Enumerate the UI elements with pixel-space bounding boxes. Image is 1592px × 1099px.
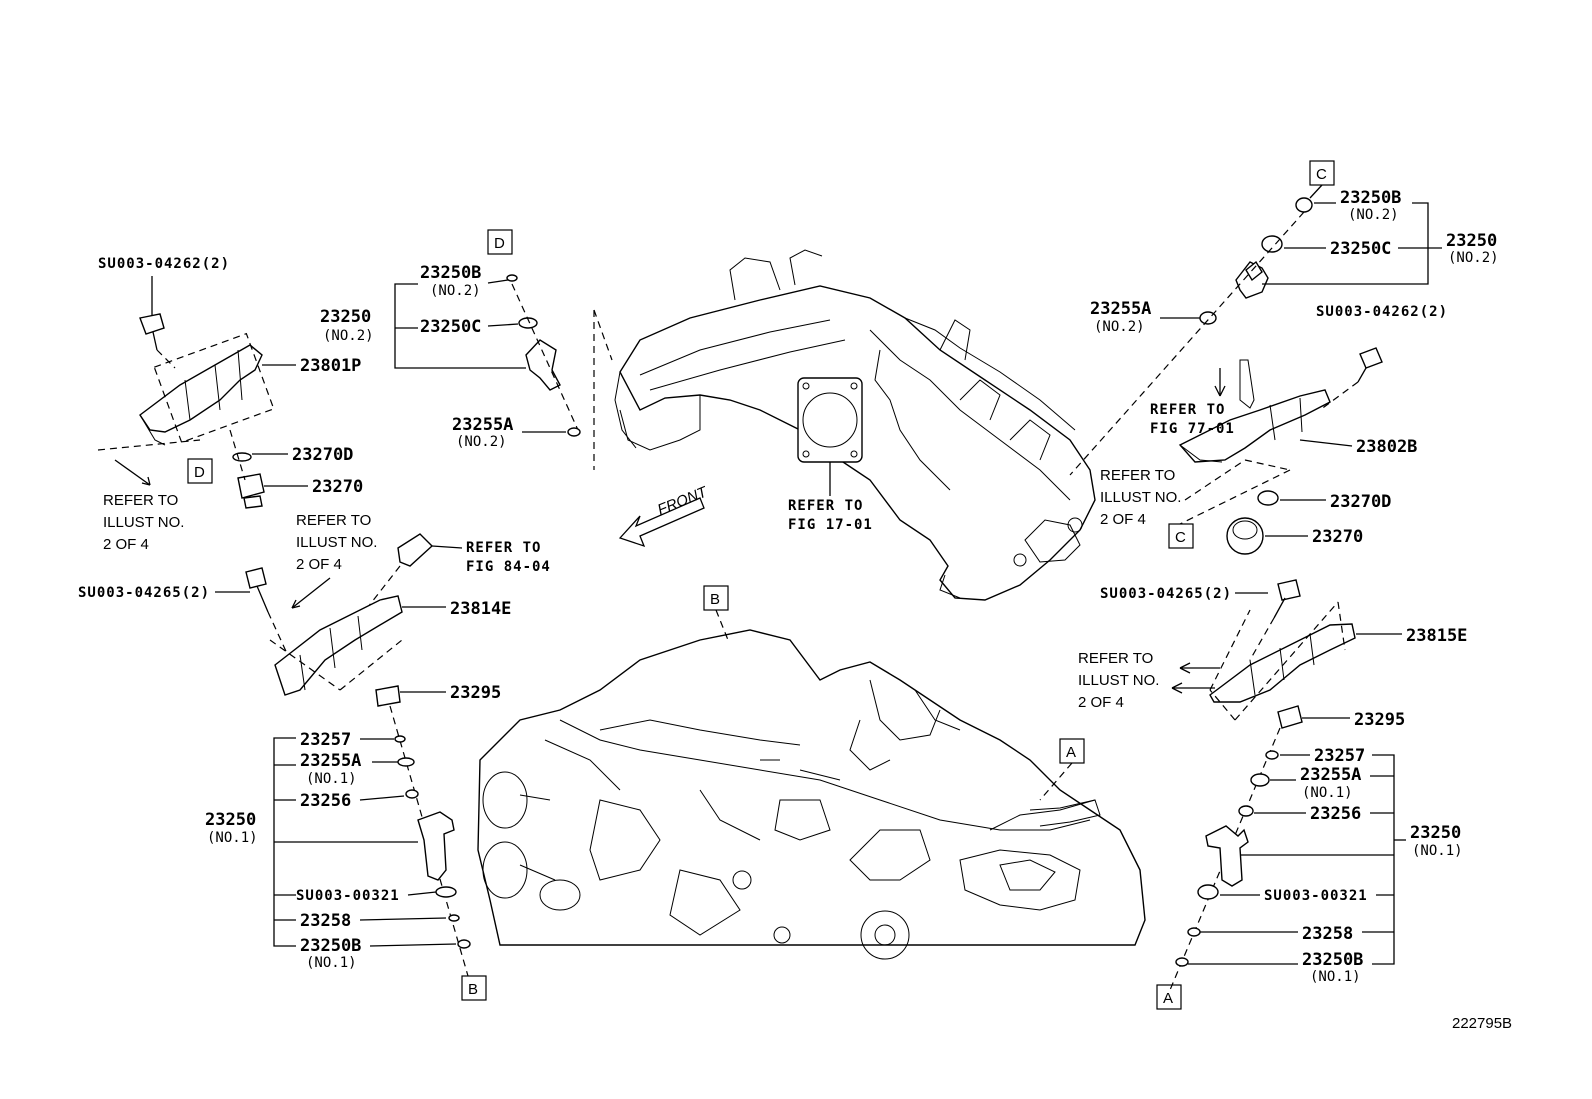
cap-sub: (NO.2) — [1348, 207, 1399, 223]
seal-label: 23250C — [1330, 239, 1391, 259]
svg-text:D: D — [494, 235, 505, 252]
right-upper-group: 23250B (NO.2) 23250C 23250 (NO.2) 23255A… — [1069, 184, 1499, 555]
rail-label: 23802B — [1356, 437, 1417, 457]
plug-label: 23270 — [1312, 527, 1363, 547]
p3-label: 23256 — [300, 791, 351, 811]
clip-label: 23295 — [450, 683, 501, 703]
engine-block-drawing — [477, 629, 1146, 960]
p2-sub: (NO.1) — [1302, 785, 1353, 801]
p6-sub: (NO.1) — [306, 955, 357, 971]
svg-text:B: B — [710, 591, 720, 608]
refer-line-3: 2 OF 4 — [1078, 694, 1124, 711]
front-label: FRONT — [655, 483, 711, 519]
assembly-sub: (NO.2) — [323, 328, 374, 344]
cap-label: 23250B — [1340, 188, 1401, 208]
box-label-c-top: C — [1309, 160, 1335, 186]
p3-label: 23256 — [1310, 804, 1361, 824]
p1-label: 23257 — [1314, 746, 1365, 766]
p6-label: 23250B — [1302, 950, 1363, 970]
p5-label: 23258 — [1302, 924, 1353, 944]
p4-label: SU003-00321 — [1264, 888, 1368, 904]
svg-text:D: D — [194, 464, 205, 481]
svg-text:REFER TO: REFER TO — [466, 540, 541, 556]
refer-line-3: 2 OF 4 — [296, 556, 342, 573]
svg-text:A: A — [1163, 990, 1173, 1007]
upper-injector-group: 23250 (NO.2) 23250B (NO.2) 23250C 23255A… — [320, 263, 613, 470]
a-leader — [1039, 762, 1073, 801]
p2-sub: (NO.1) — [306, 771, 357, 787]
refer-line-1: REFER TO — [103, 492, 178, 509]
assembly-label: 23250 — [1446, 231, 1497, 251]
refer-line-1: REFER TO — [1078, 650, 1153, 667]
rail-label: 23815E — [1406, 626, 1467, 646]
box-label-d-left: D — [187, 458, 213, 484]
bolt-label: SU003-04262(2) — [1316, 304, 1448, 320]
oring-label: 23270D — [292, 445, 353, 465]
cap-sub: (NO.2) — [430, 283, 481, 299]
svg-text:REFER TO: REFER TO — [1150, 402, 1225, 418]
refer-line-2: ILLUST NO. — [296, 534, 377, 551]
cushion-label: 23255A — [1090, 299, 1151, 319]
assembly-label: 23250 — [1410, 823, 1461, 843]
refer-line-2: ILLUST NO. — [103, 514, 184, 531]
box-label-c-right: C — [1168, 523, 1194, 549]
p2-label: 23255A — [300, 751, 361, 771]
refer-line-2: ILLUST NO. — [1100, 489, 1181, 506]
box-label-b-left: B — [461, 975, 487, 1001]
bolt-label: SU003-04262(2) — [98, 256, 230, 272]
intake-manifold-drawing — [614, 249, 1096, 601]
svg-text:A: A — [1066, 744, 1076, 761]
b-leader — [715, 609, 729, 641]
rail-label: 23814E — [450, 599, 511, 619]
assembly-sub: (NO.1) — [1412, 843, 1463, 859]
svg-text:FIG 77-01: FIG 77-01 — [1150, 421, 1235, 437]
p1-label: 23257 — [300, 730, 351, 750]
cap-label: 23250B — [420, 263, 481, 283]
seal-label: 23250C — [420, 317, 481, 337]
bolt-label: SU003-04265(2) — [78, 585, 210, 601]
right-lower-group: SU003-04265(2) 23815E REFER TO ILLUST NO… — [1078, 579, 1467, 991]
cushion-label: 23255A — [452, 415, 513, 435]
box-label-a-right: A — [1156, 984, 1182, 1010]
box-label-b-center: B — [703, 585, 729, 611]
manifold-refer: REFER TO FIG 17-01 — [788, 462, 873, 533]
refer-line-3: 2 OF 4 — [1100, 511, 1146, 528]
lower-left-group: REFER TO ILLUST NO. 2 OF 4 REFER TO FIG … — [78, 512, 551, 977]
cushion-sub: (NO.2) — [1094, 319, 1145, 335]
diagram-code: 222795B — [1452, 1015, 1512, 1032]
left-upper-rail-group: SU003-04262(2) 23801P 23270D 23270 REFER… — [97, 256, 363, 553]
cushion-sub: (NO.2) — [456, 434, 507, 450]
svg-text:FIG 17-01: FIG 17-01 — [788, 517, 873, 533]
assembly-sub: (NO.1) — [207, 830, 258, 846]
rail-label: 23801P — [300, 356, 361, 376]
box-label-d-top: D — [487, 229, 513, 255]
refer-line-2: ILLUST NO. — [1078, 672, 1159, 689]
refer-line-1: REFER TO — [1100, 467, 1175, 484]
assembly-label: 23250 — [205, 810, 256, 830]
bolt-label: SU003-04265(2) — [1100, 586, 1232, 602]
svg-text:FIG 84-04: FIG 84-04 — [466, 559, 551, 575]
refer-line-1: REFER TO — [296, 512, 371, 529]
box-label-a-center: A — [1059, 738, 1085, 764]
p2-label: 23255A — [1300, 765, 1361, 785]
plug-label: 23270 — [312, 477, 363, 497]
svg-text:REFER TO: REFER TO — [788, 498, 863, 514]
p6-sub: (NO.1) — [1310, 969, 1361, 985]
oring-label: 23270D — [1330, 492, 1391, 512]
assembly-label: 23250 — [320, 307, 371, 327]
p6-label: 23250B — [300, 936, 361, 956]
clip-label: 23295 — [1354, 710, 1405, 730]
p5-label: 23258 — [300, 911, 351, 931]
svg-text:C: C — [1175, 529, 1186, 546]
assembly-sub: (NO.2) — [1448, 250, 1499, 266]
refer-line-3: 2 OF 4 — [103, 536, 149, 553]
front-direction-arrow: FRONT — [618, 483, 711, 548]
svg-text:C: C — [1316, 166, 1327, 183]
svg-text:B: B — [468, 981, 478, 998]
p4-label: SU003-00321 — [296, 888, 400, 904]
